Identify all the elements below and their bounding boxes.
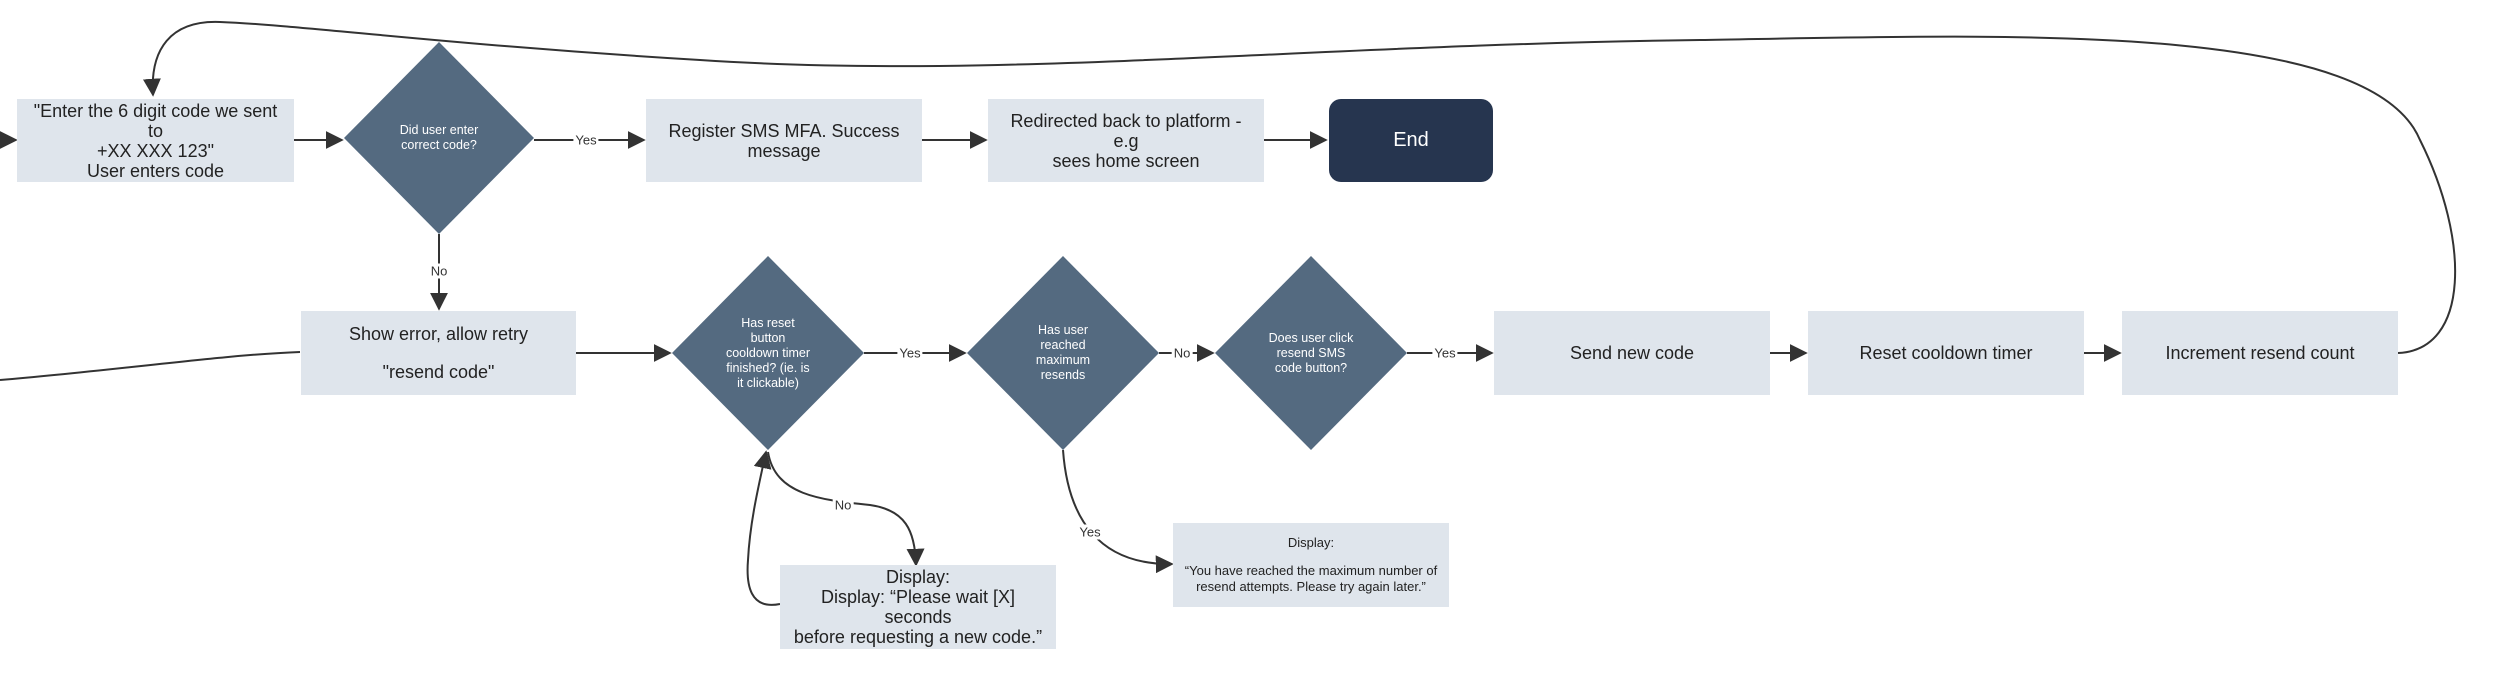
node-display-wait-message: Display: “Please wait [X] seconds before… — [793, 587, 1043, 647]
node-display-max-title: Display: — [1287, 535, 1335, 550]
decision-cooldown-label: Has reset button cooldown timer finished… — [725, 315, 811, 390]
edge-label-cooldown-yes: Yes — [897, 345, 923, 361]
edge-label-click-yes: Yes — [1432, 345, 1458, 361]
node-show-error: Show error, allow retry "resend code" — [301, 311, 576, 395]
edge-label-correct-yes: Yes — [573, 132, 599, 148]
node-send-new-code: Send new code — [1494, 311, 1770, 395]
edge-label-correct-no: No — [428, 263, 450, 279]
node-reset-cooldown-timer-label: Reset cooldown timer — [1859, 343, 2033, 363]
node-increment-resend-count: Increment resend count — [2122, 311, 2398, 395]
node-redirected: Redirected back to platform - e.g sees h… — [988, 99, 1264, 182]
node-enter-code-action: User enters code — [86, 160, 225, 181]
node-increment-resend-count-label: Increment resend count — [2165, 343, 2355, 363]
decision-correct-code-label: Did user enter correct code? — [399, 123, 479, 152]
node-display-max-message: “You have reached the maximum number of … — [1184, 563, 1438, 594]
node-display-max-attempts: Display: “You have reached the maximum n… — [1173, 523, 1449, 607]
node-end: End — [1329, 99, 1493, 182]
decision-cooldown-finished — [672, 256, 864, 450]
edge-max-resends-yes — [1062, 449, 1174, 574]
decision-click-resend-label: Does user click resend SMS code button? — [1268, 330, 1354, 375]
node-register-sms-mfa: Register SMS MFA. Success message — [646, 99, 922, 182]
node-enter-code-prompt: "Enter the 6 digit code we sent to +XX X… — [33, 100, 278, 161]
node-send-new-code-label: Send new code — [1569, 343, 1695, 363]
edge-label-max-no: No — [1171, 345, 1193, 361]
decision-max-resends-label: Has user reached maximum resends — [1035, 323, 1091, 382]
node-show-error-label: Show error, allow retry — [348, 324, 529, 344]
edge-label-cooldown-no: No — [832, 497, 854, 513]
node-reset-cooldown-timer: Reset cooldown timer — [1808, 311, 2084, 395]
node-display-wait-title: Display: — [885, 567, 951, 587]
decision-max-resends — [967, 256, 1159, 450]
node-enter-code: "Enter the 6 digit code we sent to +XX X… — [17, 99, 294, 182]
decision-click-resend — [1215, 256, 1407, 450]
edge-label-max-yes: Yes — [1077, 524, 1103, 540]
node-register-sms-mfa-label: Register SMS MFA. Success message — [668, 120, 900, 161]
edge-incoming-show-error — [0, 351, 301, 381]
edge-cooldown-no — [767, 451, 925, 567]
node-redirected-label: Redirected back to platform - e.g sees h… — [1010, 110, 1242, 171]
decision-correct-code — [344, 42, 534, 234]
edge-wait-back-to-cooldown — [746, 450, 781, 606]
edge-increment-loop-back — [142, 20, 2457, 354]
node-display-wait: Display: Display: “Please wait [X] secon… — [780, 565, 1056, 649]
node-show-error-resend: "resend code" — [382, 362, 495, 382]
